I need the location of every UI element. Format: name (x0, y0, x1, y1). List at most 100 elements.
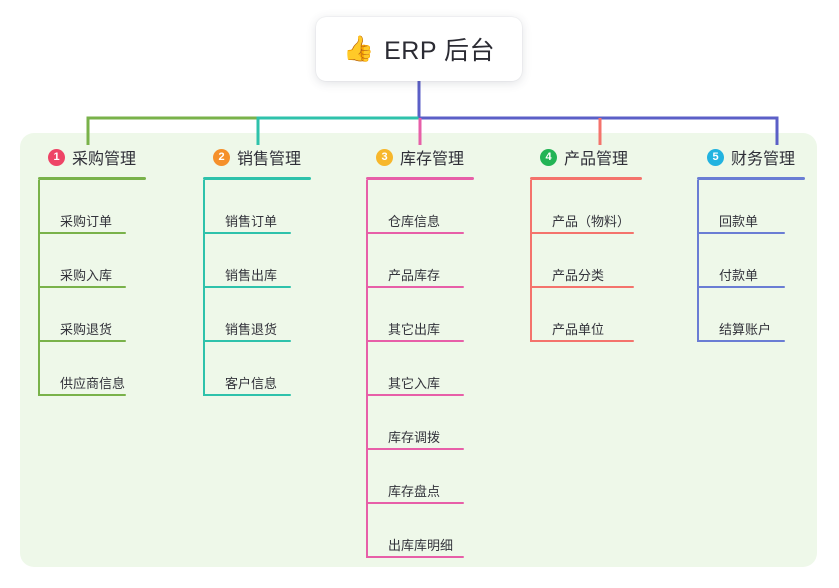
branch-item-rule (530, 286, 634, 288)
branch-item-rule (366, 340, 464, 342)
branch-item-label: 其它入库 (388, 376, 441, 391)
branch-item-label: 仓库信息 (388, 214, 441, 229)
branch-item[interactable]: 采购入库 (38, 234, 146, 288)
branch-item[interactable]: 销售退货 (203, 288, 311, 342)
branch-item-rule (203, 232, 291, 234)
branch-item-label: 采购入库 (60, 268, 113, 283)
branch-item[interactable]: 客户信息 (203, 342, 311, 396)
branch-item[interactable]: 其它出库 (366, 288, 474, 342)
branch-item-label: 销售退货 (225, 322, 278, 337)
branch-item-rule (530, 232, 634, 234)
branch-item-rule (697, 232, 785, 234)
thumbs-up-icon: 👍 (342, 34, 375, 63)
branch-item-label: 结算账户 (719, 322, 772, 337)
branch-item-list: 仓库信息产品库存其它出库其它入库库存调拨库存盘点出库库明细 (366, 180, 474, 558)
branch-header[interactable]: 1 采购管理 (38, 143, 146, 171)
branch-item-rule (366, 502, 464, 504)
branch-column: 3 库存管理仓库信息产品库存其它出库其它入库库存调拨库存盘点出库库明细 (366, 143, 474, 558)
branch-item-rule (366, 394, 464, 396)
branch-spine (203, 180, 205, 396)
branch-item-label: 产品分类 (552, 268, 605, 283)
branch-item-label: 客户信息 (225, 376, 278, 391)
branch-item-rule (203, 394, 291, 396)
branch-item[interactable]: 销售出库 (203, 234, 311, 288)
branch-item-rule (38, 340, 126, 342)
branch-item[interactable]: 产品分类 (530, 234, 642, 288)
branch-item[interactable]: 产品单位 (530, 288, 642, 342)
branch-title: 库存管理 (400, 151, 465, 168)
branch-item-rule (697, 286, 785, 288)
branch-item-label: 库存盘点 (388, 484, 441, 499)
branch-header[interactable]: 2 销售管理 (203, 143, 311, 171)
branch-item[interactable]: 付款单 (697, 234, 805, 288)
branch-item[interactable]: 库存调拨 (366, 396, 474, 450)
branch-item-rule (697, 340, 785, 342)
branch-header-rule (697, 177, 805, 180)
branch-item-label: 库存调拨 (388, 430, 441, 445)
root-node[interactable]: 👍 ERP 后台 (316, 17, 522, 81)
branch-item[interactable]: 采购退货 (38, 288, 146, 342)
branch-item-label: 销售订单 (225, 214, 278, 229)
branch-spine (38, 180, 40, 396)
branch-title: 销售管理 (237, 151, 302, 168)
branch-number-badge: 5 (707, 148, 724, 166)
branch-number-badge: 1 (48, 148, 65, 166)
branch-item[interactable]: 回款单 (697, 180, 805, 234)
branch-item[interactable]: 采购订单 (38, 180, 146, 234)
branch-item[interactable]: 仓库信息 (366, 180, 474, 234)
branch-item-rule (366, 448, 464, 450)
branch-item-label: 回款单 (719, 214, 759, 229)
branch-item-list: 产品（物料） 产品分类产品单位 (530, 180, 642, 342)
branch-item-label: 供应商信息 (60, 376, 126, 391)
branch-header-rule (530, 177, 642, 180)
branch-column: 4 产品管理产品（物料） 产品分类产品单位 (530, 143, 642, 342)
branch-item[interactable]: 产品库存 (366, 234, 474, 288)
branch-item-list: 采购订单采购入库采购退货供应商信息 (38, 180, 146, 396)
branch-item-list: 回款单付款单结算账户 (697, 180, 805, 342)
branch-header[interactable]: 4 产品管理 (530, 143, 642, 171)
branch-item-label: 付款单 (719, 268, 759, 283)
branch-number-badge: 3 (376, 148, 393, 166)
branch-item-rule (366, 232, 464, 234)
branch-item[interactable]: 产品（物料） (530, 180, 642, 234)
branch-title: 产品管理 (564, 151, 629, 168)
branch-item-label: 采购订单 (60, 214, 113, 229)
branch-item-rule (366, 556, 464, 558)
branch-header-rule (366, 177, 474, 180)
branch-item[interactable]: 其它入库 (366, 342, 474, 396)
root-node-title: ERP 后台 (384, 37, 496, 65)
branch-item[interactable]: 结算账户 (697, 288, 805, 342)
branch-item-label: 采购退货 (60, 322, 113, 337)
branch-item-label: 产品库存 (388, 268, 441, 283)
branch-header-rule (203, 177, 311, 180)
branch-item-label: 销售出库 (225, 268, 278, 283)
branch-item[interactable]: 供应商信息 (38, 342, 146, 396)
branch-spine (697, 180, 699, 342)
branch-item-label: 产品单位 (552, 322, 605, 337)
branch-item-label: 产品（物料） (552, 214, 631, 229)
branch-item-rule (38, 286, 126, 288)
branch-title: 采购管理 (72, 151, 137, 168)
branch-item[interactable]: 出库库明细 (366, 504, 474, 558)
branch-item-rule (366, 286, 464, 288)
branch-item-list: 销售订单销售出库销售退货客户信息 (203, 180, 311, 396)
branch-header-rule (38, 177, 146, 180)
branch-header[interactable]: 5 财务管理 (697, 143, 805, 171)
branch-item-rule (38, 394, 126, 396)
branch-item[interactable]: 销售订单 (203, 180, 311, 234)
branch-item-rule (38, 232, 126, 234)
branch-number-badge: 4 (540, 148, 557, 166)
branch-item-rule (203, 286, 291, 288)
branch-title: 财务管理 (731, 151, 796, 168)
branch-item[interactable]: 库存盘点 (366, 450, 474, 504)
branch-spine (530, 180, 532, 342)
branch-column: 1 采购管理采购订单采购入库采购退货供应商信息 (38, 143, 146, 396)
branch-number-badge: 2 (213, 148, 230, 166)
branch-item-label: 出库库明细 (388, 538, 454, 553)
diagram-background-panel (20, 133, 817, 567)
branch-item-label: 其它出库 (388, 322, 441, 337)
branch-column: 2 销售管理销售订单销售出库销售退货客户信息 (203, 143, 311, 396)
branch-header[interactable]: 3 库存管理 (366, 143, 474, 171)
branch-item-rule (530, 340, 634, 342)
